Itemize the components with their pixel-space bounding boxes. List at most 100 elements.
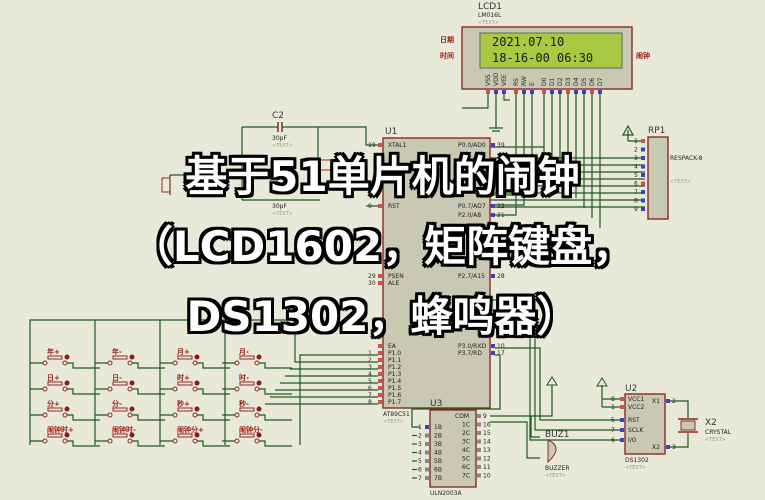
keypad-button[interactable]: 分- [95, 399, 165, 421]
keypad-button[interactable]: 秒- [222, 399, 292, 421]
keypad-button[interactable]: 闹钟分+ [160, 425, 230, 447]
c1-component[interactable]: 30pF <TEXT> [272, 203, 293, 217]
keypad-button[interactable]: 月- [222, 348, 292, 369]
button-contact [172, 386, 178, 392]
u1-pin-number: 4 [368, 371, 372, 378]
u2-pin-marker [620, 438, 624, 442]
u3-pin-marker [477, 465, 481, 469]
keypad-button[interactable]: 闹钟时- [95, 425, 165, 447]
keypad-button[interactable]: 年- [95, 347, 165, 369]
lcd-pin-marker [514, 90, 518, 94]
lcd-pin-label: D5 [581, 77, 588, 86]
u1-pin-name: P1.5 [388, 385, 401, 392]
u1-pin-marker [378, 365, 382, 369]
u3-pin-number: 9 [483, 413, 487, 420]
lcd-pin-marker [542, 90, 546, 94]
keypad-button[interactable]: 月+ [160, 348, 230, 369]
rp1-pin-number: 8 [634, 198, 638, 205]
u1-pin-number: 28 [497, 273, 505, 280]
crystal-symbol [302, 159, 334, 171]
u1-pin-number: 21 [497, 212, 505, 219]
rp1-pin-marker [641, 190, 645, 194]
keypad-button[interactable]: 分+ [30, 399, 100, 421]
x2-component[interactable]: X2 CRYSTAL <TEXT> [678, 418, 732, 443]
lcd-screen [479, 32, 623, 69]
lcd-line2: 18-16-00 06:30 [492, 51, 593, 65]
port1-wires [29, 319, 378, 445]
button-contact [107, 386, 113, 392]
button-contact [254, 438, 260, 444]
u3-pin-marker [425, 476, 429, 480]
u2-pin-name: I/O [628, 437, 637, 444]
u1-pin-name: EA [388, 343, 397, 350]
keypad-button[interactable]: 闹钟时+ [30, 425, 100, 447]
button-actuator [239, 433, 255, 438]
button-wire [95, 362, 165, 369]
u3-pin-marker [425, 425, 429, 429]
button-contact [192, 360, 198, 366]
keypad-button[interactable]: 时+ [160, 373, 230, 395]
keypad-button-label: 闹钟分- [239, 425, 263, 434]
u3-pin-marker [477, 414, 481, 418]
lcd-power-wires [462, 94, 510, 118]
button-wire [160, 388, 230, 395]
u1-pin-number: 6 [368, 385, 372, 392]
u2-pin-marker [666, 399, 670, 403]
keypad-button-label: 闹钟时- [112, 425, 136, 434]
button-state-dot [64, 354, 70, 360]
lcd-pin-label: D7 [597, 77, 604, 86]
u1-pin-number: 10 [497, 343, 505, 350]
u3-pin-name: 5C [462, 456, 470, 463]
keypad-column-wires [94, 320, 226, 445]
u2-pin-marker [620, 405, 624, 409]
u3-pin-name: COM [455, 413, 469, 420]
ground-symbol [489, 118, 503, 132]
button-contact [127, 360, 133, 366]
u3-pin-marker [425, 433, 429, 438]
button-state-dot [256, 406, 262, 412]
keypad-button[interactable]: 日- [95, 374, 165, 395]
lcd-data-wires [490, 94, 601, 228]
c2-component[interactable]: C2 30pF <TEXT> [272, 111, 293, 149]
rp1-pin-number: 7 [634, 189, 638, 196]
u3-pin-marker [425, 459, 429, 463]
lcd-pin-marker [494, 90, 498, 94]
u3-pin-marker [477, 431, 481, 435]
button-actuator [112, 407, 128, 412]
keypad-button-label: 秒- [239, 399, 249, 408]
button-wire [160, 440, 230, 447]
lcd-pin-marker [522, 90, 526, 94]
keypad-button[interactable]: 闹钟分- [222, 425, 292, 447]
keypad-button-label: 日+ [47, 374, 60, 382]
keypad-button[interactable]: 年+ [30, 347, 100, 369]
u1-pin-name: P3.7/RD [458, 350, 482, 357]
button-wire [95, 414, 165, 421]
lcd-component[interactable]: LCD1 LM016L <TEXT> 2021.07.10 18-16-00 0… [440, 2, 650, 94]
rp1-pin-number: 6 [634, 181, 638, 188]
button-wire [222, 414, 292, 421]
u1-model: AT89C51 [383, 411, 410, 418]
keypad-button[interactable]: 日+ [30, 374, 100, 395]
u2-pin-name: VCC1 [628, 396, 644, 403]
u1-pin-name: PSEN [388, 273, 404, 280]
button-contact [254, 386, 260, 392]
button-state-dot [129, 406, 135, 412]
keypad-button-label: 年- [112, 347, 122, 356]
u3-body [429, 409, 477, 488]
button-actuator [47, 433, 63, 438]
u1-pin-number: 30 [368, 280, 376, 287]
lcd-pin-label: RS [513, 78, 520, 86]
button-contact [127, 386, 133, 392]
keypad-button[interactable]: 时- [222, 373, 292, 395]
keypad-button[interactable]: 秒+ [160, 399, 230, 421]
u1-pin-name: P1.4 [388, 378, 401, 385]
buz1-component[interactable]: BUZ1 BUZZER <TEXT> [545, 430, 570, 479]
lcd-model: LM016L [478, 12, 502, 19]
u1-pin-name: P1.7 [388, 399, 401, 406]
u3-pin-number: 15 [483, 430, 491, 437]
u3-pin-marker [425, 467, 429, 472]
